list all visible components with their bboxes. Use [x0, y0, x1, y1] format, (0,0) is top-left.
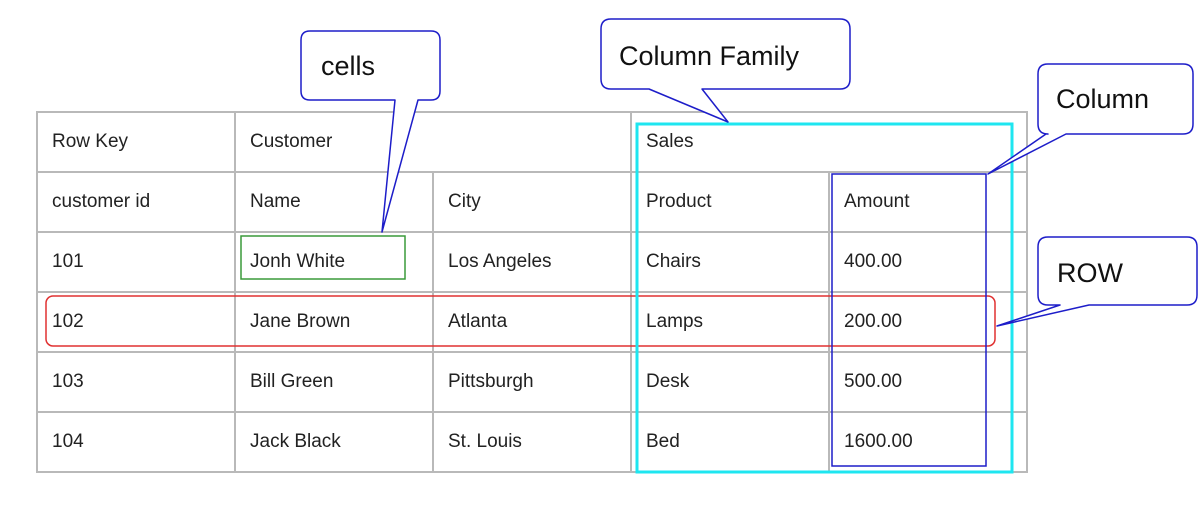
table-cell: 104 [36, 411, 236, 473]
column-family-highlight-box [635, 122, 1014, 474]
table-cell: Jane Brown [234, 291, 434, 353]
row-callout-label: ROW [1057, 258, 1124, 288]
subheader-amount: Amount [828, 171, 1028, 233]
table-header-row: Row Key Customer Sales [36, 111, 1028, 173]
table-subheader-row: customer id Name City Product Amount [36, 171, 1028, 233]
column-callout-label: Column [1056, 84, 1149, 114]
cells-callout-label: cells [321, 51, 375, 81]
column-family-callout-bubble [600, 18, 851, 123]
table-cell: Los Angeles [432, 231, 632, 293]
subheader-customer-id: customer id [36, 171, 236, 233]
table-cell: Jonh White [234, 231, 434, 293]
row-highlight-box [45, 295, 996, 347]
subheader-name: Name [234, 171, 434, 233]
header-row-key: Row Key [36, 111, 236, 173]
table-cell: Desk [630, 351, 830, 413]
table-cell: 102 [36, 291, 236, 353]
table-row: 101 Jonh White Los Angeles Chairs 400.00 [36, 231, 1028, 293]
table-cell: Atlanta [432, 291, 632, 353]
table-cell: Pittsburgh [432, 351, 632, 413]
subheader-city: City [432, 171, 632, 233]
table-cell: 400.00 [828, 231, 1028, 293]
table-cell: Bed [630, 411, 830, 473]
table-row: 104 Jack Black St. Louis Bed 1600.00 [36, 411, 1028, 473]
row-callout-bubble [996, 236, 1198, 327]
cells-callout-bubble [300, 30, 441, 233]
column-family-callout-label: Column Family [619, 41, 800, 71]
table-cell: 1600.00 [828, 411, 1028, 473]
cell-highlight-box [240, 235, 406, 280]
table-row: 102 Jane Brown Atlanta Lamps 200.00 [36, 291, 1028, 353]
table-cell: 101 [36, 231, 236, 293]
table-cell: Bill Green [234, 351, 434, 413]
header-sales: Sales [630, 111, 1028, 173]
table-cell: Jack Black [234, 411, 434, 473]
table-cell: St. Louis [432, 411, 632, 473]
data-table: Row Key Customer Sales customer id Name … [36, 111, 1028, 473]
header-customer: Customer [234, 111, 632, 173]
column-callout-bubble [987, 63, 1194, 175]
subheader-product: Product [630, 171, 830, 233]
table-cell: 103 [36, 351, 236, 413]
table-row: 103 Bill Green Pittsburgh Desk 500.00 [36, 351, 1028, 413]
table-cell: Lamps [630, 291, 830, 353]
column-highlight-box [831, 173, 987, 467]
table-cell: Chairs [630, 231, 830, 293]
table-cell: 500.00 [828, 351, 1028, 413]
